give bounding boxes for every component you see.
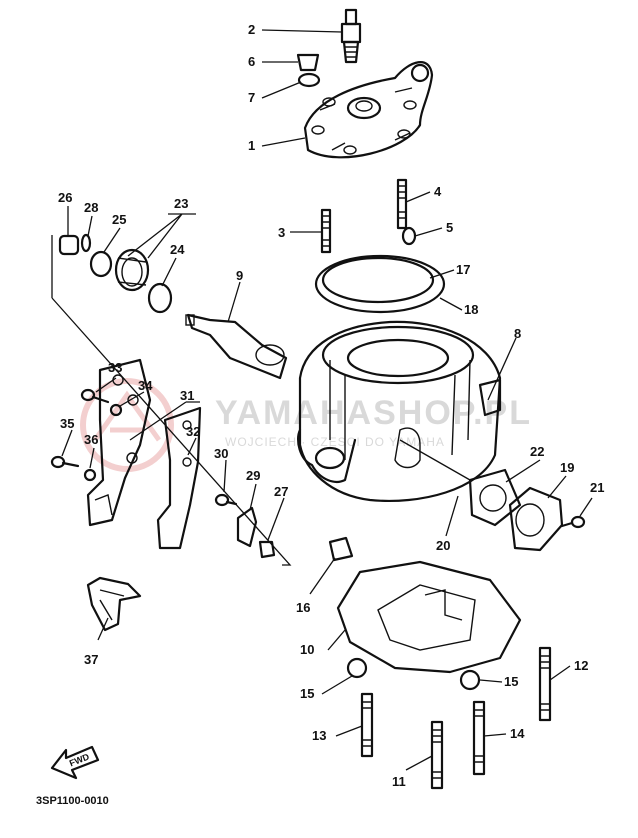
callout-4: 4: [434, 184, 442, 199]
dowel-right: [459, 669, 481, 691]
leader-lines: [61, 29, 593, 771]
callout-10: 10: [300, 642, 314, 657]
callout-5: 5: [446, 220, 453, 235]
callout-13: 13: [312, 728, 326, 743]
stud-long: [396, 178, 408, 230]
callout-8: 8: [514, 326, 521, 341]
watermark-title: YAMAHASHOP.PL: [215, 394, 532, 432]
washer: [297, 72, 321, 88]
nut-16: [328, 536, 354, 562]
forward-label: FWD: [68, 751, 91, 768]
callout-20: 20: [436, 538, 450, 553]
cap-nut: [296, 53, 320, 72]
dowel-pin: [401, 226, 417, 246]
cylinder-head: [303, 61, 434, 159]
cover-gasket: [156, 406, 202, 550]
watermark-logo-mark-icon: [92, 390, 162, 442]
callout-26: 26: [58, 190, 72, 205]
nut-27: [258, 540, 276, 559]
base-gasket: [336, 560, 522, 674]
exhaust-manifold: [508, 486, 564, 552]
callout-36: 36: [84, 432, 98, 447]
exhaust-valve: [185, 313, 288, 380]
callout-19: 19: [560, 460, 574, 475]
callout-11: 11: [392, 774, 406, 789]
callout-labels: 1 2 3 4 5 6 7 8 9 10 11 12 13 14 15 15 1…: [58, 22, 604, 789]
watermark-logo-icon: [80, 378, 174, 472]
callout-30: 30: [214, 446, 228, 461]
valve-pulley: [114, 248, 150, 292]
bolt-30: [214, 493, 238, 507]
manifold-gasket: [468, 468, 522, 527]
support-bracket: [86, 576, 142, 632]
callout-14: 14: [510, 726, 525, 741]
callout-16: 16: [296, 600, 310, 615]
retaining-clip: [236, 506, 258, 548]
callout-29: 29: [246, 468, 260, 483]
callout-18: 18: [464, 302, 478, 317]
bolt-33: [80, 388, 110, 404]
cylinder: [296, 320, 502, 502]
callout-27: 27: [274, 484, 288, 499]
head-o-ring-inner: [321, 256, 435, 304]
stud-12: [538, 646, 552, 722]
callout-12: 12: [574, 658, 588, 673]
callout-23: 23: [174, 196, 188, 211]
small-o-ring: [80, 233, 92, 253]
callout-2: 2: [248, 22, 255, 37]
callout-37: 37: [84, 652, 98, 667]
callout-32: 32: [186, 424, 200, 439]
callout-31: 31: [180, 388, 194, 403]
stud-13: [360, 692, 374, 758]
callout-3: 3: [278, 225, 285, 240]
watermark-subtitle: WOJCIECH · CZESCI DO YAMAHA: [225, 435, 445, 449]
callout-28: 28: [84, 200, 98, 215]
head-o-ring-outer: [314, 254, 446, 314]
callout-21: 21: [590, 480, 604, 495]
callout-9: 9: [236, 268, 243, 283]
callout-35: 35: [60, 416, 74, 431]
callout-17: 17: [456, 262, 470, 277]
assembly-bracket-line: [51, 235, 292, 566]
callout-15-right: 15: [504, 674, 518, 689]
callout-15-left: 15: [300, 686, 314, 701]
washer-36: [83, 468, 97, 482]
dowel-left: [346, 657, 368, 679]
valve-cover: [86, 358, 152, 527]
bolt-35: [50, 455, 80, 469]
callout-33: 33: [108, 360, 122, 375]
spark-plug: [340, 8, 362, 64]
callout-6: 6: [248, 54, 255, 69]
stud-short: [320, 208, 332, 254]
watermark: YAMAHASHOP.PL WOJCIECH · CZESCI DO YAMAH…: [80, 378, 532, 472]
diagram-code: 3SP1100-0010: [36, 795, 109, 807]
callout-7: 7: [248, 90, 255, 105]
bolt-21: [560, 515, 586, 529]
stud-14: [472, 700, 486, 776]
callout-24: 24: [170, 242, 185, 257]
washer-34: [109, 403, 123, 417]
callout-22: 22: [530, 444, 544, 459]
stud-11: [430, 720, 444, 790]
pulley-o-ring: [147, 282, 173, 314]
callout-25: 25: [112, 212, 126, 227]
valve-collar: [58, 234, 80, 256]
callout-34: 34: [138, 378, 153, 393]
pulley-bushing: [89, 250, 113, 278]
forward-arrow-icon: FWD: [50, 745, 100, 780]
callout-1: 1: [248, 138, 255, 153]
